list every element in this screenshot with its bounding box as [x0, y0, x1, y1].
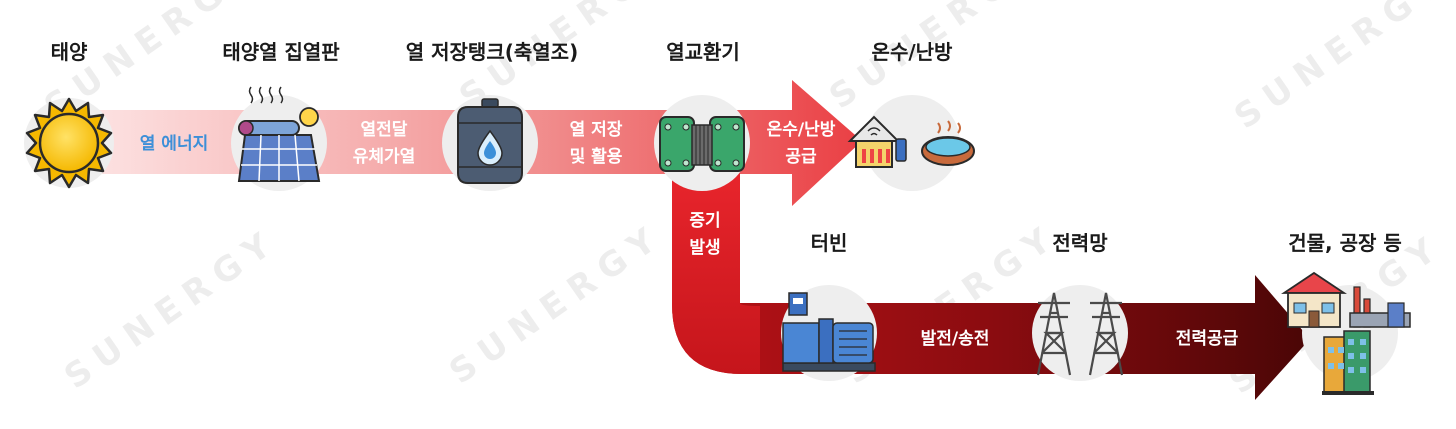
stage-title-grid: 전력망 — [1052, 231, 1108, 255]
stage-title-exchanger: 열교환기 — [666, 40, 740, 64]
flow-label-transfer-line1: 열전달 — [361, 119, 408, 140]
flow-label-steam-line1: 증기 — [689, 211, 720, 231]
stage-title-sun: 태양 — [51, 40, 88, 64]
heating-icon — [847, 115, 975, 168]
sun-icon — [25, 97, 113, 189]
heat-exchanger-icon — [659, 116, 745, 172]
flow-label-store-line2: 및 활용 — [570, 146, 623, 167]
solar-collector-icon — [237, 86, 321, 182]
watermark-5: SUNERGY — [57, 220, 286, 397]
flow-label-thermal-energy: 열 에너지 — [140, 134, 208, 154]
stage-title-collector: 태양열 집열판 — [222, 40, 340, 64]
stage-title-heating: 온수/난방 — [872, 40, 954, 64]
flow-label-supply: 전력공급 — [1176, 329, 1239, 349]
storage-tank-icon — [457, 98, 523, 184]
flow-label-heat-line1: 온수/난방 — [767, 120, 836, 140]
stage-title-storage: 열 저장탱크(축열조) — [406, 40, 578, 64]
watermark-6: SUNERGY — [442, 215, 671, 392]
flow-label-generation: 발전/송전 — [921, 329, 990, 349]
turbine-icon — [782, 292, 876, 372]
stage-title-turbine: 터빈 — [811, 231, 848, 255]
watermark-4: SUNERGY — [1227, 0, 1456, 137]
flow-label-transfer-line2: 유체가열 — [353, 147, 416, 167]
stage-title-buildings: 건물, 공장 등 — [1288, 231, 1402, 255]
buildings-icon — [1281, 271, 1411, 395]
flow-label-heat-line2: 공급 — [785, 147, 817, 167]
flow-label-store-line1: 열 저장 — [570, 120, 623, 140]
vertical-flow-band — [672, 172, 760, 374]
flow-label-steam-line2: 발생 — [689, 238, 720, 258]
power-grid-icon — [1036, 292, 1124, 376]
